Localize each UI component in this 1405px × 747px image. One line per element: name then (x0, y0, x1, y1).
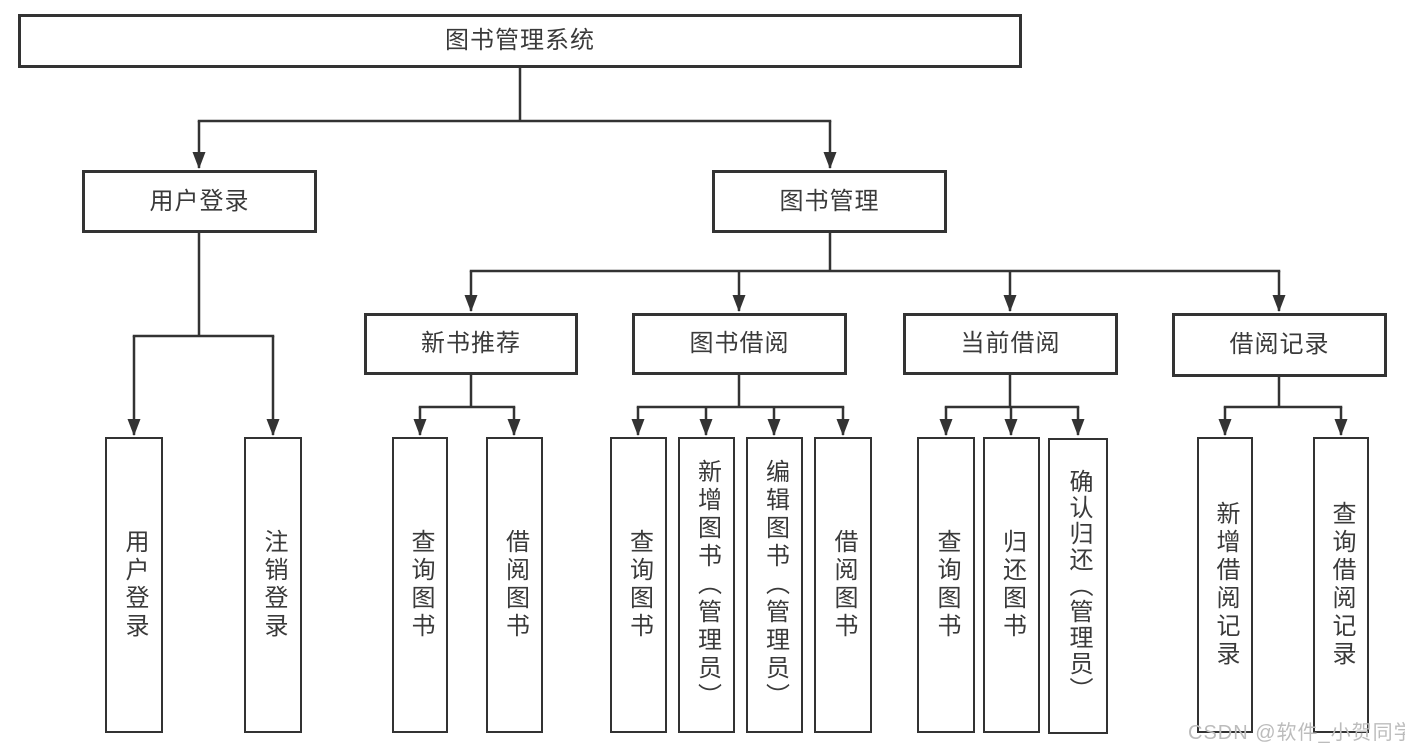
node-new-book-recommend: 新书推荐 (364, 313, 578, 375)
leaf-user-login: 用户登录 (105, 437, 163, 733)
leaf-current-confirm-return-admin: 确认归还（管理员） (1048, 438, 1108, 734)
leaf-logout: 注销登录 (244, 437, 302, 733)
connector-bookborrow-to-leaves (636, 373, 845, 409)
connector-borrowrecord-to-leaves (1223, 375, 1343, 409)
leaf-borrow-borrow-books: 借阅图书 (814, 437, 872, 733)
leaf-borrow-edit-books-admin: 编辑图书（管理员） (746, 437, 803, 733)
leaf-borrow-add-books-admin: 新增图书（管理员） (678, 437, 735, 733)
watermark: CSDN @软件_小贺同学 (1188, 722, 1405, 744)
connector-bookmgmt-to-level3 (469, 231, 1281, 273)
connector-currentborrow-to-leaves (944, 373, 1080, 409)
leaf-newbook-borrow-books: 借阅图书 (486, 437, 543, 733)
connector-root-to-level2 (197, 66, 832, 123)
connector-userlogin-to-leaves (132, 231, 275, 338)
leaf-current-query-books: 查询图书 (917, 437, 975, 733)
leaf-record-query-borrow-record: 查询借阅记录 (1313, 437, 1369, 733)
leaf-record-add-borrow-record: 新增借阅记录 (1197, 437, 1253, 733)
node-root-system: 图书管理系统 (18, 14, 1022, 68)
leaf-current-return-books: 归还图书 (983, 437, 1040, 733)
node-user-login: 用户登录 (82, 170, 317, 233)
connector-newbook-to-leaves (418, 373, 516, 409)
leaf-borrow-query-books: 查询图书 (610, 437, 667, 733)
node-current-borrow: 当前借阅 (903, 313, 1118, 375)
node-book-borrow: 图书借阅 (632, 313, 847, 375)
leaf-newbook-query-books: 查询图书 (392, 437, 448, 733)
node-book-management: 图书管理 (712, 170, 947, 233)
node-borrow-record: 借阅记录 (1172, 313, 1387, 377)
